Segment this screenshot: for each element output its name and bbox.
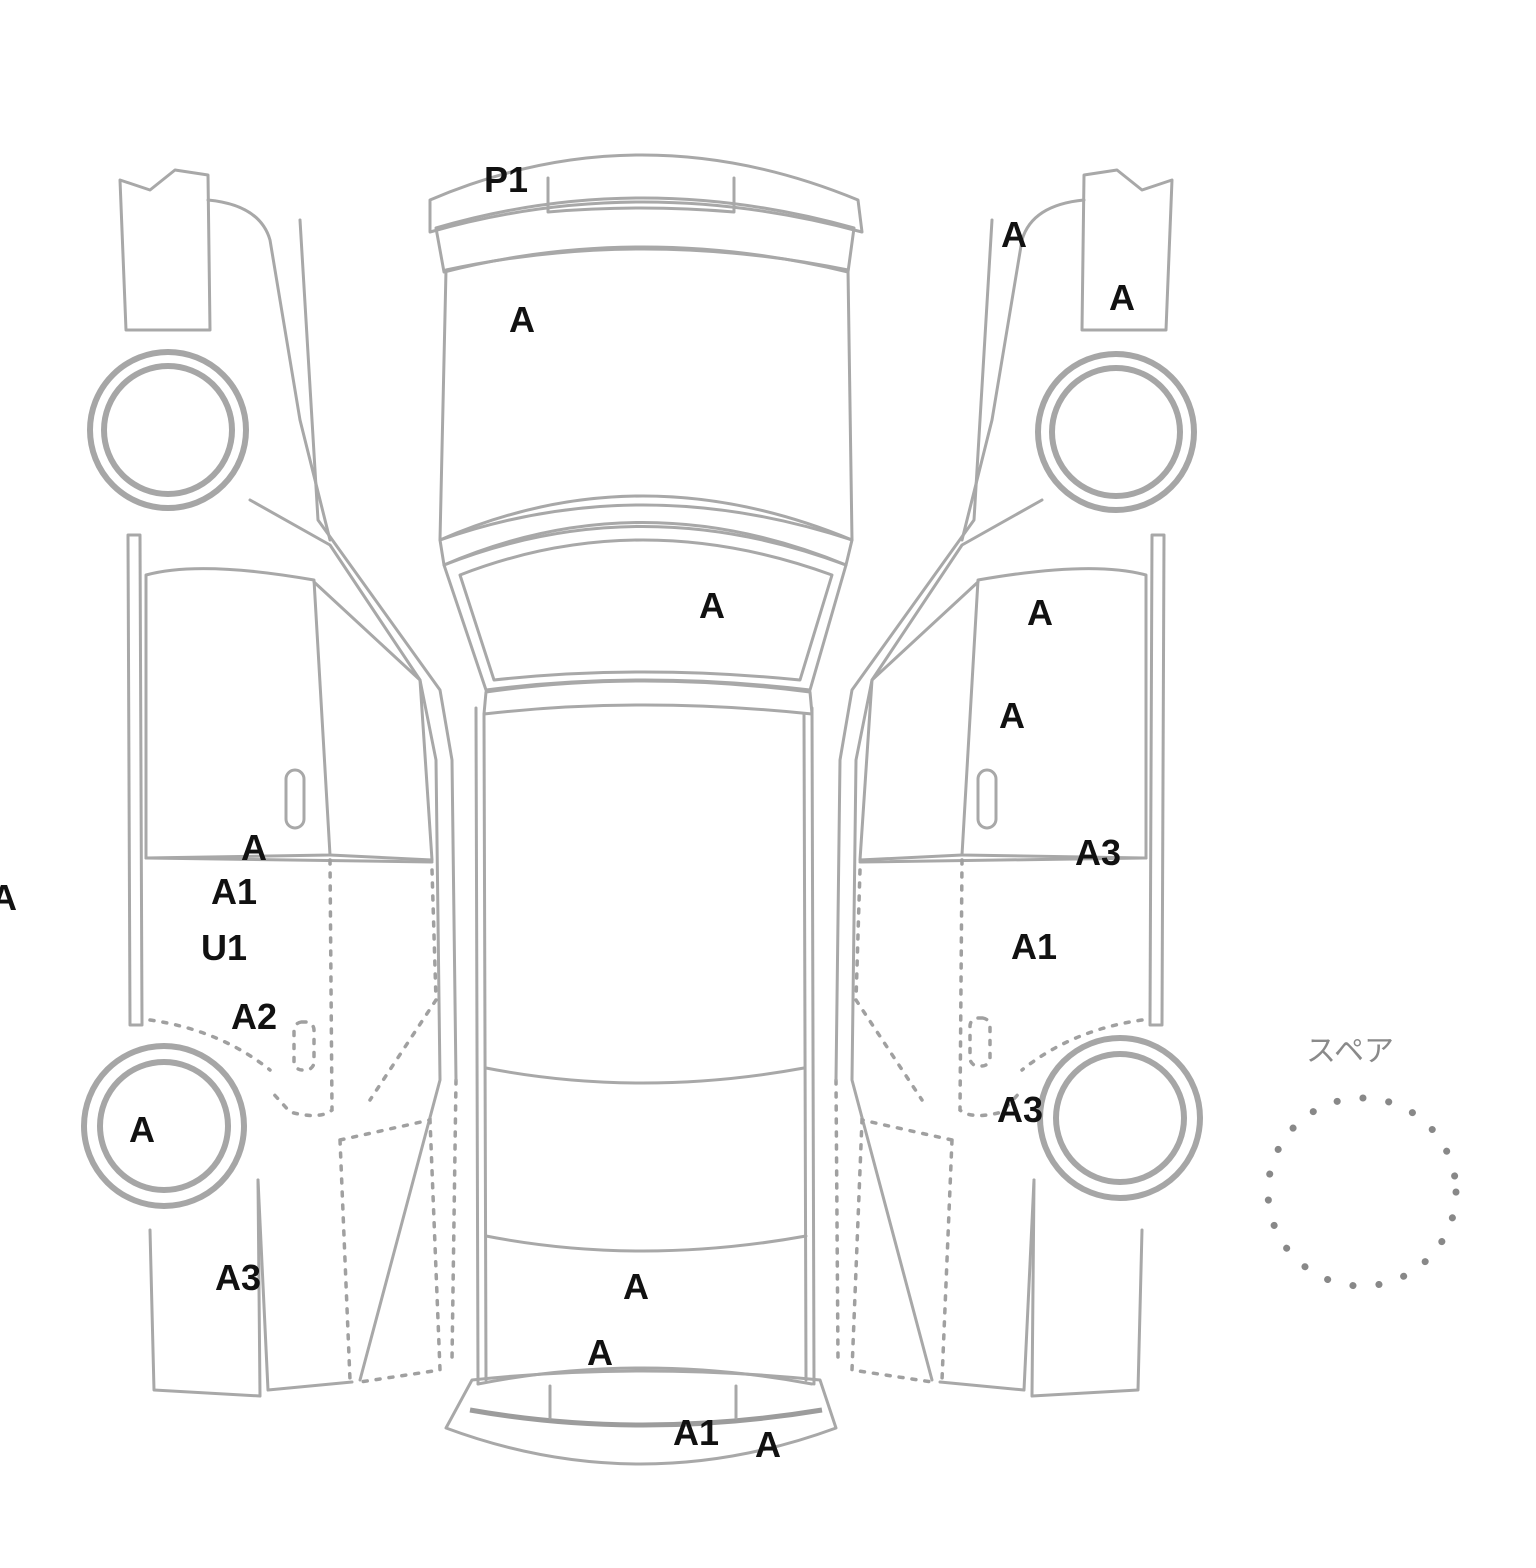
car-top-view (428, 153, 864, 1466)
damage-code-front-bumper-a1: A1 (672, 1412, 720, 1453)
damage-code-left-front-wheel: A (129, 1109, 155, 1150)
damage-code-hood-front: A (623, 1266, 649, 1307)
spare-tire-icon (1264, 1094, 1460, 1290)
damage-code-right-door-a1: A1 (1010, 926, 1058, 967)
damage-code-front-bumper-a: A (755, 1424, 781, 1465)
damage-code-left-door-a: A (241, 827, 267, 868)
car-left-side-view (81, 168, 458, 1398)
damage-code-right-door-a-lower: A (999, 695, 1025, 736)
damage-code-trunk: A (509, 299, 535, 340)
damage-code-left-rear-fender: A (1109, 277, 1135, 318)
car-right-side-view (834, 168, 1203, 1398)
damage-code-left-rear-quarter: A (1001, 214, 1027, 255)
damage-code-right-door-a-upper: A (1027, 592, 1053, 633)
damage-code-left-edge: A (0, 877, 17, 918)
damage-code-left-front-fender: A3 (214, 1257, 262, 1298)
damage-code-right-sill-a3: A3 (996, 1089, 1044, 1130)
damage-code-rear-glass: A (699, 585, 725, 626)
damage-code-left-sill-a2: A2 (230, 996, 278, 1037)
damage-code-right-door-a3: A3 (1074, 832, 1122, 873)
damage-code-left-door-u1: U1 (200, 927, 248, 968)
damage-code-hood-lower: A (587, 1332, 613, 1373)
spare-label: スペア (1306, 1034, 1394, 1069)
damage-code-left-door-a1: A1 (210, 871, 258, 912)
damage-code-roof-rear-p1: P1 (483, 159, 529, 200)
